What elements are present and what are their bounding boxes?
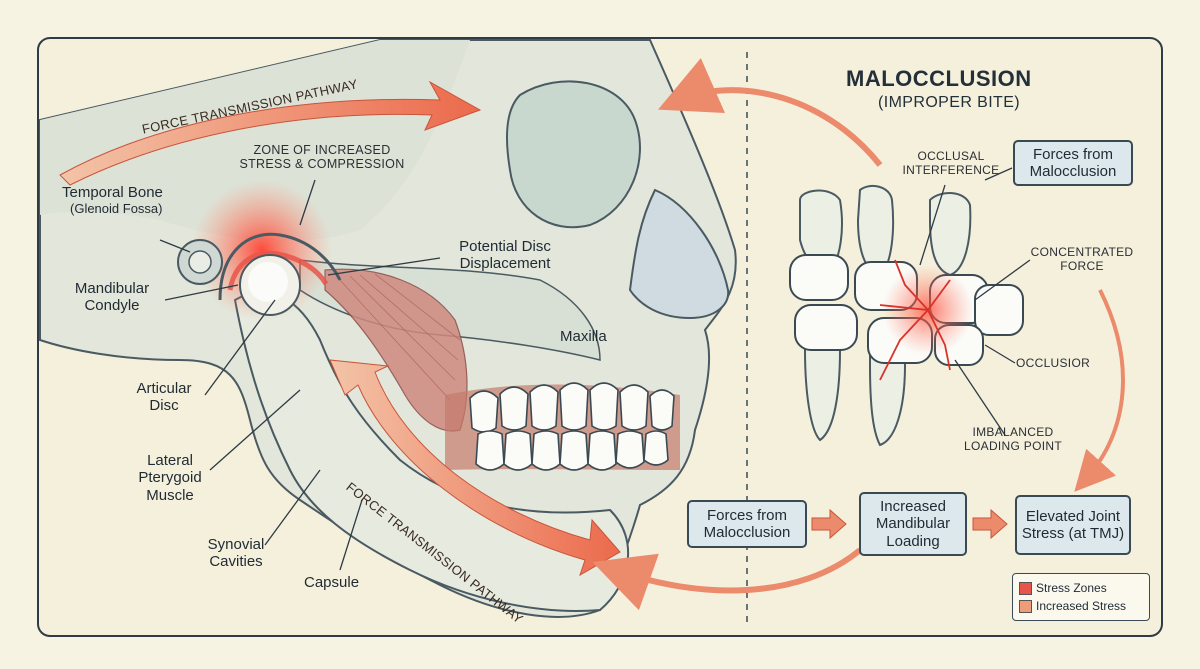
increased-loading-box: Increased Mandibular Loading [859, 492, 967, 556]
lower-teeth [475, 430, 669, 471]
concentrated-force-label: CONCENTRATED FORCE [1030, 245, 1134, 273]
legend-swatch [1019, 581, 1032, 595]
return-arrow-top [658, 58, 883, 167]
articular-disc-label: Articular Disc [136, 380, 192, 415]
stress-cracks [879, 259, 951, 381]
flow-arrows [811, 508, 1008, 540]
lateral-pterygoid-label: Lateral Pterygoid Muscle [138, 452, 202, 504]
legend: Stress Zones Increased Stress [1012, 573, 1150, 621]
zone-stress-label: ZONE OF INCREASED STRESS & COMPRESSION [239, 143, 405, 172]
eye-socket [506, 80, 641, 229]
occlusal-interference-label: OCCLUSAL INTERFERENCE [902, 149, 1000, 177]
maxilla-label: Maxilla [560, 328, 607, 345]
glenoid-fossa-label: (Glenoid Fossa) [70, 201, 163, 216]
articular-disc [227, 250, 329, 291]
nose-cartilage [628, 188, 730, 320]
legend-item-increased-stress: Increased Stress [1019, 597, 1143, 615]
return-arrow-bottom [592, 547, 862, 611]
forces-box-top: Forces from Malocclusion [1013, 140, 1133, 186]
upper-teeth [469, 382, 675, 433]
occlusior-label: OCCLUSIOR [1016, 356, 1091, 370]
force-arrow-top [59, 80, 482, 186]
panel-subtitle: (IMPROPER BITE) [878, 94, 1021, 111]
mandibular-condyle-label: Mandibular Condyle [74, 280, 150, 315]
imbalanced-loading-label: IMBALANCED LOADING POINT [964, 425, 1062, 453]
capsule-label: Capsule [304, 574, 360, 591]
temporal-bone-label: Temporal Bone [62, 184, 163, 201]
temporal-region [40, 40, 470, 241]
elevated-stress-box: Elevated Joint Stress (at TMJ) [1015, 495, 1131, 555]
forces-box-flow: Forces from Malocclusion [687, 500, 807, 548]
glenoid-fossa [218, 232, 342, 301]
leader-lines [159, 167, 1031, 571]
panel-title: MALOCCLUSION [846, 66, 1032, 91]
disc-displacement-label: Potential Disc Displacement [459, 238, 551, 273]
legend-item-stress-zones: Stress Zones [1019, 579, 1143, 597]
side-arrow [1074, 289, 1125, 492]
legend-swatch [1019, 599, 1032, 613]
force-arrow-bottom [329, 359, 621, 577]
synovial-cavities-label: Synovial Cavities [207, 536, 265, 571]
legend-label: Stress Zones [1036, 581, 1107, 595]
legend-label: Increased Stress [1036, 599, 1127, 613]
